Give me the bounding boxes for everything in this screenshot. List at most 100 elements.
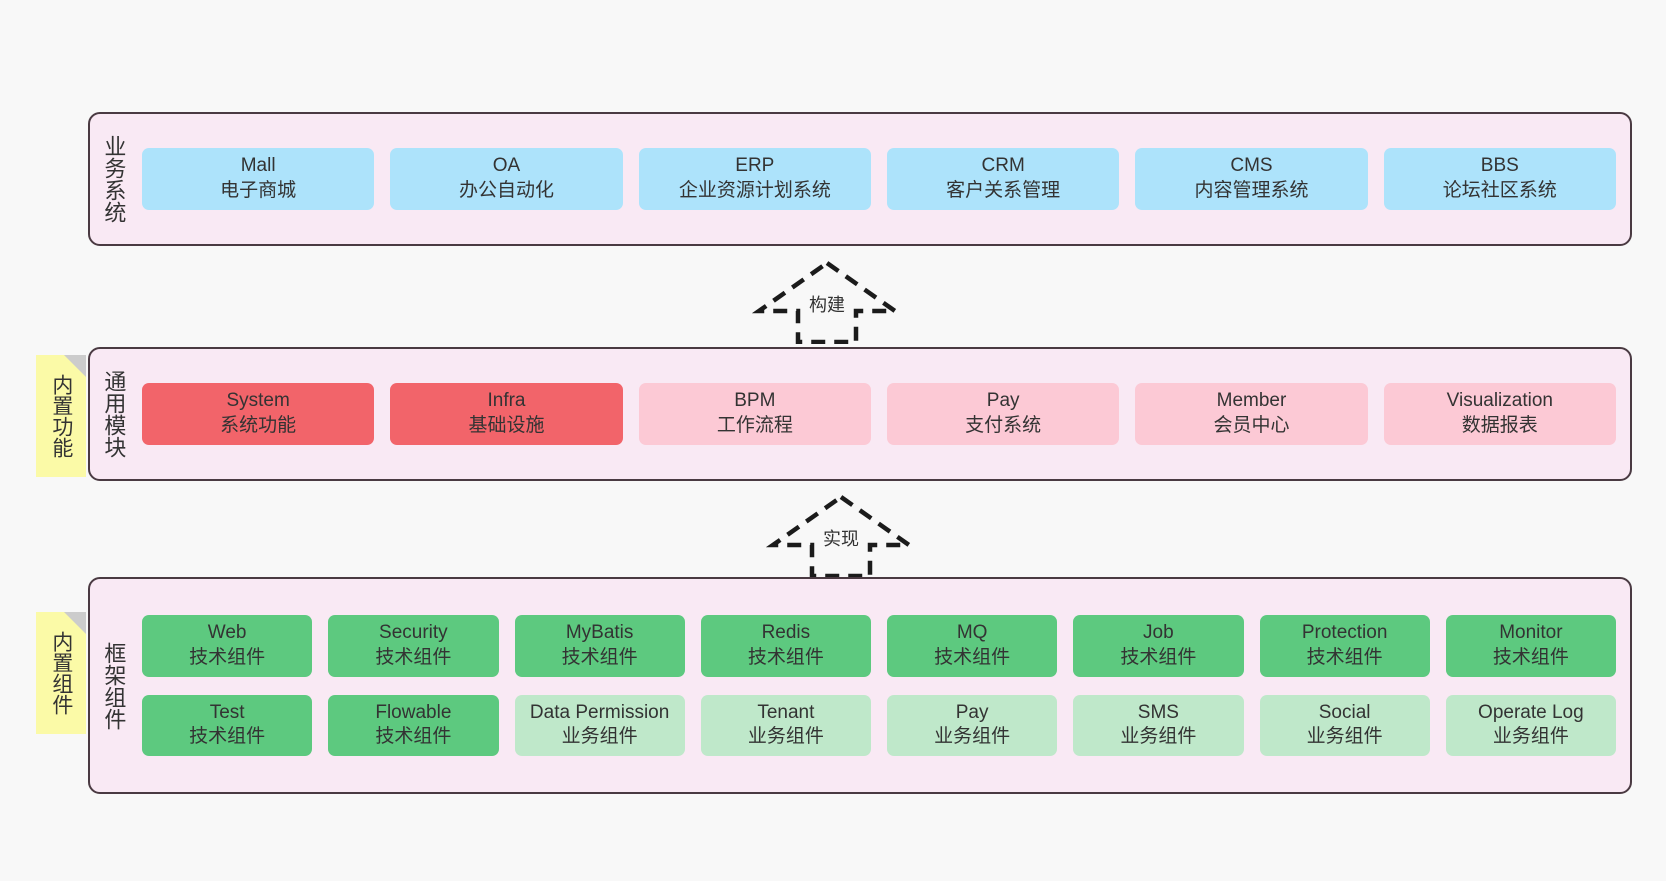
card-oa[interactable]: OA 办公自动化	[390, 148, 623, 210]
card-erp[interactable]: ERP 企业资源计划系统	[638, 148, 871, 210]
layer-body-framework-components: Web 技术组件 Security 技术组件 MyBatis 技术组件 Redi…	[136, 579, 1630, 792]
card-subtitle: 技术组件	[561, 646, 638, 668]
card-row: Test 技术组件 Flowable 技术组件 Data Permission …	[142, 694, 1616, 756]
card-job[interactable]: Job 技术组件	[1073, 615, 1244, 677]
card-subtitle: 业务组件	[1306, 726, 1383, 748]
card-title: MQ	[956, 622, 988, 644]
layer-body-business-systems: Mall 电子商城 OA 办公自动化 ERP 企业资源计划系统 CRM 客户关系…	[136, 114, 1630, 244]
card-subtitle: 内容管理系统	[1194, 180, 1309, 201]
card-title: CRM	[981, 155, 1025, 177]
card-title: OA	[492, 155, 521, 177]
card-title: Pay	[986, 390, 1020, 412]
card-row: Mall 电子商城 OA 办公自动化 ERP 企业资源计划系统 CRM 客户关系…	[142, 148, 1616, 210]
layer-title-common-modules: 通用模块	[101, 370, 127, 458]
card-mq[interactable]: MQ 技术组件	[887, 615, 1058, 677]
card-subtitle: 业务组件	[934, 726, 1011, 748]
card-subtitle: 支付系统	[965, 415, 1042, 436]
card-title: BPM	[734, 390, 776, 412]
card-subtitle: 企业资源计划系统	[678, 180, 831, 201]
card-crm[interactable]: CRM 客户关系管理	[886, 148, 1120, 210]
card-subtitle: 基础设施	[468, 415, 545, 436]
card-title: BBS	[1480, 155, 1519, 177]
card-cms[interactable]: CMS 内容管理系统	[1135, 148, 1368, 210]
card-security[interactable]: Security 技术组件	[328, 615, 499, 677]
card-title: Pay	[955, 701, 989, 723]
sticky-note-label: 内置功能	[49, 374, 73, 458]
connector-build-label: 构建	[809, 295, 845, 315]
card-title: Visualization	[1446, 390, 1553, 412]
card-title: ERP	[735, 155, 775, 177]
card-title: Monitor	[1499, 622, 1563, 644]
card-title: Job	[1143, 622, 1174, 644]
layer-body-common-modules: System 系统功能 Infra 基础设施 BPM 工作流程 Pay 支付系统…	[136, 349, 1630, 479]
card-title: Mall	[240, 155, 276, 177]
card-sms[interactable]: SMS 业务组件	[1073, 694, 1244, 756]
card-title: Test	[209, 701, 245, 723]
card-protection[interactable]: Protection 技术组件	[1259, 615, 1430, 677]
card-subtitle: 论坛社区系统	[1442, 180, 1557, 201]
card-title: Tenant	[757, 701, 815, 723]
sticky-note-builtin-components: 内置组件	[36, 612, 86, 734]
card-pay-business[interactable]: Pay 业务组件	[887, 694, 1058, 756]
connector-implement-label: 实现	[823, 529, 859, 549]
card-title: Data Permission	[529, 701, 670, 723]
card-mybatis[interactable]: MyBatis 技术组件	[514, 615, 685, 677]
card-tenant[interactable]: Tenant 业务组件	[700, 694, 871, 756]
layer-framework-components: 框架组件 Web 技术组件 Security 技术组件 MyBatis 技术组件…	[88, 577, 1632, 794]
card-subtitle: 系统功能	[220, 415, 297, 436]
card-title: MyBatis	[565, 622, 634, 644]
layer-common-modules: 通用模块 System 系统功能 Infra 基础设施 BPM 工作流程 Pay…	[88, 347, 1632, 481]
card-title: System	[226, 390, 290, 412]
layer-business-systems: 业务系统 Mall 电子商城 OA 办公自动化 ERP 企业资源计划系统 CRM…	[88, 112, 1632, 246]
card-title: Web	[207, 622, 247, 644]
card-redis[interactable]: Redis 技术组件	[700, 615, 871, 677]
card-row: System 系统功能 Infra 基础设施 BPM 工作流程 Pay 支付系统…	[142, 383, 1616, 445]
card-mall[interactable]: Mall 电子商城	[142, 148, 375, 210]
card-title: CMS	[1230, 155, 1273, 177]
card-row: Web 技术组件 Security 技术组件 MyBatis 技术组件 Redi…	[142, 615, 1616, 677]
card-subtitle: 技术组件	[375, 646, 452, 668]
card-title: SMS	[1137, 701, 1179, 723]
card-system[interactable]: System 系统功能	[142, 383, 375, 445]
card-bpm[interactable]: BPM 工作流程	[638, 383, 871, 445]
card-title: Social	[1318, 701, 1371, 723]
card-title: Protection	[1301, 622, 1388, 644]
card-subtitle: 技术组件	[375, 726, 452, 748]
card-subtitle: 客户关系管理	[946, 180, 1061, 201]
card-pay[interactable]: Pay 支付系统	[886, 383, 1120, 445]
card-subtitle: 技术组件	[1306, 646, 1383, 668]
note-fold-corner-icon	[64, 612, 86, 634]
card-subtitle: 电子商城	[220, 180, 297, 201]
card-member[interactable]: Member 会员中心	[1135, 383, 1368, 445]
sticky-note-builtin-features: 内置功能	[36, 355, 86, 477]
card-subtitle: 技术组件	[934, 646, 1011, 668]
card-title: Member	[1216, 390, 1287, 412]
card-test[interactable]: Test 技术组件	[142, 694, 313, 756]
sticky-note-label: 内置组件	[49, 631, 73, 715]
card-subtitle: 业务组件	[1492, 726, 1569, 748]
card-operate-log[interactable]: Operate Log 业务组件	[1445, 694, 1616, 756]
note-fold-corner-icon	[64, 355, 86, 377]
card-data-permission[interactable]: Data Permission 业务组件	[514, 694, 685, 756]
card-monitor[interactable]: Monitor 技术组件	[1445, 615, 1616, 677]
layer-title-framework-components: 框架组件	[101, 641, 127, 730]
card-flowable[interactable]: Flowable 技术组件	[328, 694, 499, 756]
card-subtitle: 数据报表	[1461, 415, 1538, 436]
card-subtitle: 技术组件	[1120, 646, 1197, 668]
card-bbs[interactable]: BBS 论坛社区系统	[1383, 148, 1616, 210]
layer-title-business-systems: 业务系统	[101, 135, 127, 223]
card-visualization[interactable]: Visualization 数据报表	[1383, 383, 1616, 445]
card-subtitle: 会员中心	[1213, 415, 1290, 436]
card-subtitle: 业务组件	[747, 726, 824, 748]
card-subtitle: 办公自动化	[458, 180, 554, 201]
card-subtitle: 技术组件	[1492, 646, 1569, 668]
card-infra[interactable]: Infra 基础设施	[390, 383, 623, 445]
card-title: Operate Log	[1478, 701, 1584, 723]
card-title: Infra	[487, 390, 526, 412]
card-subtitle: 技术组件	[747, 646, 824, 668]
card-web[interactable]: Web 技术组件	[142, 615, 313, 677]
card-subtitle: 业务组件	[1120, 726, 1197, 748]
card-subtitle: 工作流程	[716, 415, 793, 436]
card-social[interactable]: Social 业务组件	[1259, 694, 1430, 756]
